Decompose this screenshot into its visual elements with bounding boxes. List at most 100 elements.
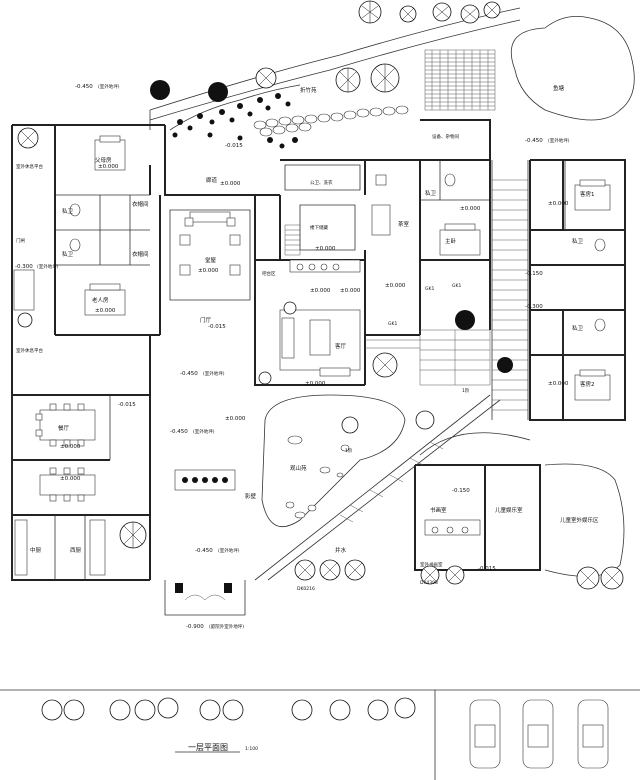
trees-north [17, 0, 501, 149]
guest-bath-2-label: 私卫 [572, 324, 584, 332]
elder-room-label: 老人房 [92, 296, 109, 304]
bar-area-label: 吧台区 [262, 270, 276, 277]
well-water-label: 井水 [335, 546, 347, 554]
level-mark-8: ±0.000 [95, 308, 116, 314]
level-mark-7: -0.300 [15, 264, 33, 270]
small-marks: 1阶 1阶 GK1 GK1 GK1 DK0216 DK4398 [297, 283, 470, 592]
dk-mark-1: DK0216 [297, 586, 315, 592]
level-mark-16: -0.150 [525, 271, 543, 277]
west-outdoor-platform [13, 269, 35, 328]
site-boundary [149, 7, 521, 130]
level-mark-10: ±0.000 [385, 283, 406, 289]
garden-rocks [285, 435, 350, 519]
stepping-stones [253, 105, 409, 137]
level-mark-27-note: (庭院外室外地坪) [209, 623, 244, 630]
trees-south [119, 310, 624, 590]
level-mark-24-note: (室外地坪) [548, 137, 570, 144]
level-mark-18: ±0.000 [548, 381, 569, 387]
level-mark-11: -0.015 [208, 324, 226, 330]
level-mark-14: -0.450 [180, 371, 198, 377]
study-label: 书画室 [430, 506, 447, 514]
level-mark-19: -0.450 [170, 429, 188, 435]
screen-wall-label: 影壁 [245, 492, 257, 500]
car-1 [469, 699, 501, 769]
tea-room-label: 茶室 [398, 220, 410, 228]
diagonal-walkway [254, 394, 501, 581]
level-mark-14-note: (室外地坪) [203, 370, 225, 377]
level-mark-28: ±0.000 [315, 246, 336, 252]
private-bath-2-label: 私卫 [62, 250, 74, 258]
level-mark-24: -0.450 [525, 138, 543, 144]
step-mark-2: 1阶 [462, 387, 470, 394]
cloakroom-2-label: 衣帽间 [132, 250, 149, 258]
main-gate [164, 580, 246, 616]
main-hall-label: 堂屋 [205, 256, 217, 264]
level-mark-9: ±0.000 [310, 288, 331, 294]
level-mark-13: ±0.000 [60, 444, 81, 450]
level-mark-22: ±0.000 [305, 381, 326, 387]
stair [284, 224, 301, 256]
level-mark-19-note: (室外地坪) [193, 428, 215, 435]
level-mark-23-note: (室外地坪) [218, 547, 240, 554]
level-marks: -0.450 (室外地坪) -0.015 ±0.000 ±0.000 ±0.00… [15, 83, 570, 630]
level-mark-6: ±0.000 [198, 268, 219, 274]
guest-room-1-label: 客房1 [580, 190, 595, 198]
equipment-room-label: 设备、杂物间 [432, 133, 459, 140]
level-mark-12: ±0.000 [340, 288, 361, 294]
private-bath-1-label: 私卫 [62, 207, 74, 215]
public-bath-label: 公卫、洗衣 [310, 179, 333, 186]
level-mark-17: -0.300 [525, 304, 543, 310]
level-mark-1: -0.450 [75, 84, 93, 90]
level-mark-25: -0.150 [452, 488, 470, 494]
level-mark-21: ±0.000 [225, 416, 246, 422]
level-mark-23: -0.450 [195, 548, 213, 554]
gk-mark-2: GK1 [452, 283, 461, 289]
level-mark-1-note: (室外地坪) [98, 83, 120, 90]
level-mark-3: ±0.000 [98, 164, 119, 170]
level-mark-5: ±0.000 [548, 201, 569, 207]
drawing-title: 一层平面图 1:100 [188, 743, 258, 752]
kids-play-out-label: 儿童室外娱乐区 [560, 516, 599, 524]
outdoor-study-label: 室外书画室 [420, 561, 443, 568]
level-mark-29: ±0.000 [460, 206, 481, 212]
level-mark-26: -0.015 [478, 566, 496, 572]
kids-play-in-label: 儿童娱乐室 [495, 506, 523, 514]
corridor-hatching [365, 160, 529, 420]
master-bath-label: 私卫 [425, 189, 437, 197]
parents-room-label: 父母房 [95, 156, 112, 164]
level-mark-7-note: (室外地坪) [37, 263, 59, 270]
drawing-title-text: 一层平面图 [188, 743, 228, 752]
side-gate-label: 门闸 [16, 237, 25, 244]
room-labels: 父母房 私卫 私卫 衣帽间 衣帽间 老人房 室外休息平台 室外休息平台 门闸 廊… [16, 133, 599, 568]
cloakroom-1-label: 衣帽间 [132, 200, 149, 208]
outdoor-leisure-mid-label: 室外休息平台 [16, 347, 43, 354]
garden-curves [261, 394, 625, 577]
bamboo-garden-label: 折竹苑 [300, 86, 317, 94]
fishpond: 鱼塘 [510, 15, 635, 121]
dk-mark-2: DK4398 [420, 580, 438, 586]
fishpond-label: 鱼塘 [553, 84, 565, 92]
guest-room-2-label: 客房2 [580, 380, 595, 388]
car-2 [522, 699, 554, 769]
car-3 [577, 699, 609, 769]
level-mark-2: -0.015 [225, 143, 243, 149]
bamboo-planting: 折竹苑 [169, 84, 317, 149]
screen-wall [174, 469, 236, 491]
entry-hall-label: 门厅 [200, 316, 212, 324]
interior-partitions [11, 160, 625, 580]
level-mark-15: ±0.000 [60, 476, 81, 482]
underground-store-label: 楼下储藏 [310, 224, 328, 231]
kitchen-west-label: 中厨 [30, 546, 42, 554]
level-mark-20: -0.015 [118, 402, 136, 408]
step-mark-1: 1阶 [345, 447, 353, 454]
kitchen-east-label: 西厨 [70, 547, 82, 554]
rockery-view-label: 观山苑 [290, 464, 307, 472]
gk-mark-3: GK1 [425, 286, 434, 292]
level-mark-4: ±0.000 [220, 181, 241, 187]
master-bedroom-label: 主卧 [445, 237, 457, 245]
level-mark-27: -0.900 [186, 624, 204, 630]
restaurant-label: 餐厅 [58, 424, 70, 432]
bottom-strip [0, 689, 640, 780]
outdoor-leisure-top-label: 室外休息平台 [16, 163, 43, 170]
